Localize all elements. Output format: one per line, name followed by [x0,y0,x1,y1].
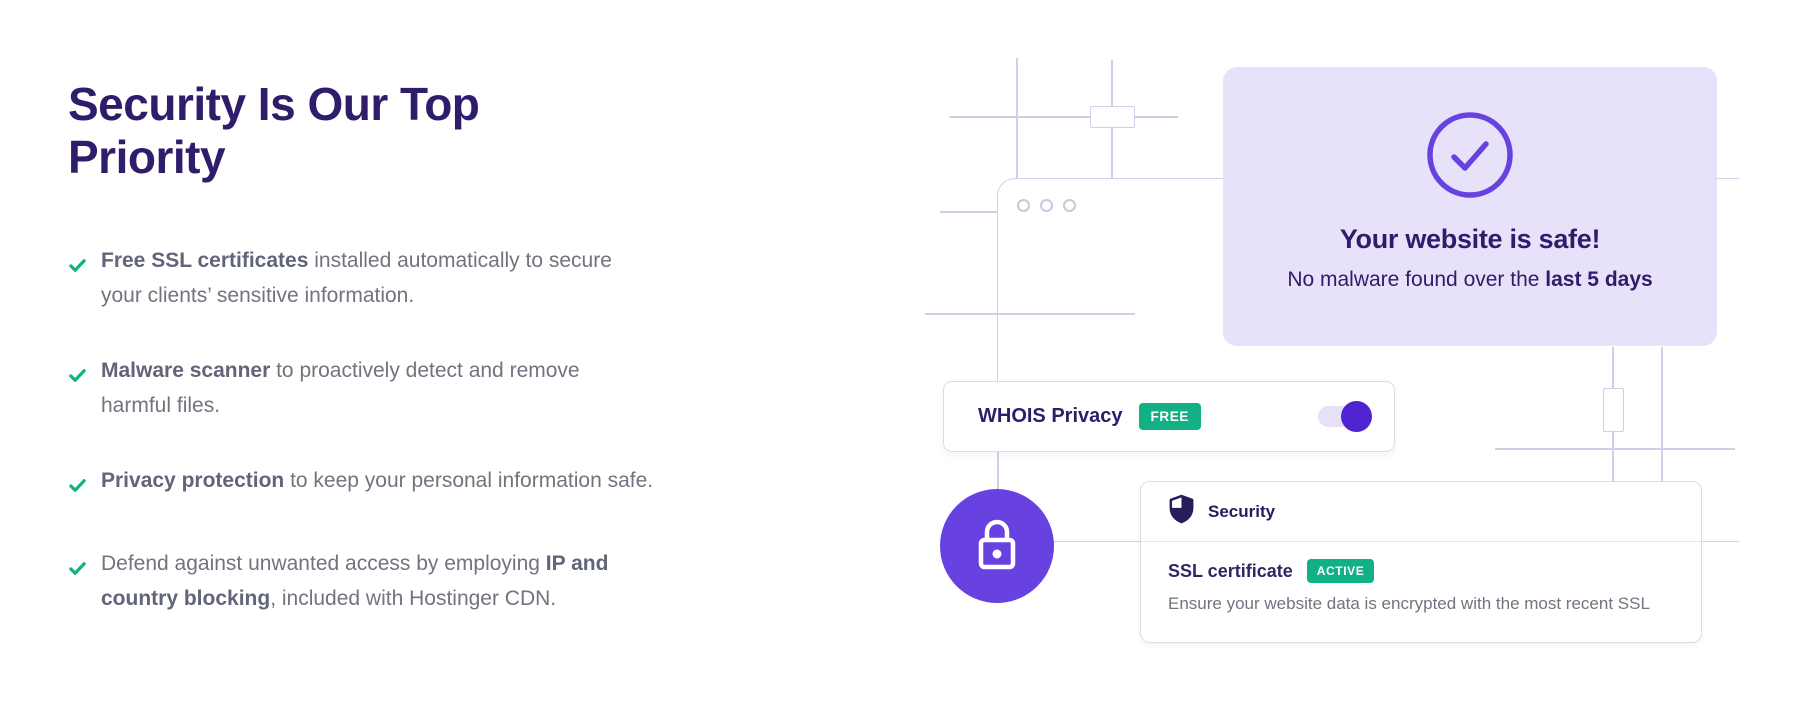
check-icon [68,361,87,396]
decor-line [1495,448,1735,450]
safe-card-subtitle-bold: last 5 days [1545,268,1653,291]
ssl-certificate-title: SSL certificate [1168,560,1293,581]
security-card-body: SSL certificate ACTIVE Ensure your websi… [1141,542,1701,614]
check-circle-icon [1424,109,1516,206]
active-badge: ACTIVE [1306,559,1375,583]
free-badge: FREE [1138,403,1201,430]
hero-text-block: Security Is Our Top Priority Free SSL ce… [68,78,748,656]
security-card-header: Security [1141,482,1701,542]
check-icon [68,471,87,506]
whois-privacy-toggle[interactable] [1318,401,1372,432]
window-dot [1040,199,1053,212]
safe-status-card: Your website is safe! No malware found o… [1223,67,1717,346]
decor-line [997,450,999,492]
feature-text: Privacy protection to keep your personal… [101,468,654,492]
decor-line [940,211,998,213]
decor-node [1090,106,1135,128]
ssl-certificate-description: Ensure your website data is encrypted wi… [1168,594,1650,613]
feature-item: Defend against unwanted access by employ… [68,546,748,616]
safe-card-subtitle-text: No malware found over the [1287,268,1546,291]
window-dot [1063,199,1076,212]
decor-line [1016,58,1018,178]
decor-line [1661,347,1663,481]
security-card-title: Security [1208,501,1276,521]
decor-line [949,116,1178,118]
feature-text: Defend against unwanted access by employ… [101,551,609,610]
feature-text: Free SSL certificates installed automati… [101,248,612,307]
safe-card-title: Your website is safe! [1339,224,1601,254]
shield-icon [1168,494,1195,529]
decor-line [1612,347,1614,388]
lock-icon [974,516,1020,577]
feature-list: Free SSL certificates installed automati… [68,243,748,616]
decor-line [1612,430,1614,481]
feature-text: Malware scanner to proactively detect an… [101,358,580,417]
window-dot [1017,199,1030,212]
whois-privacy-label: WHOIS Privacy [978,405,1123,427]
feature-item: Free SSL certificates installed automati… [68,243,748,313]
decor-node [1603,388,1624,432]
feature-item: Malware scanner to proactively detect an… [68,353,748,423]
toggle-knob-icon [1341,401,1372,432]
check-icon [68,251,87,286]
check-icon [68,554,87,589]
page-title: Security Is Our Top Priority [68,78,480,184]
safe-card-subtitle: No malware found over the last 5 days [1287,268,1652,292]
ssl-certificate-row: SSL certificate ACTIVE [1168,559,1674,583]
whois-privacy-card: WHOIS Privacy FREE [943,381,1395,452]
security-card: Security SSL certificate ACTIVE Ensure y… [1140,481,1702,643]
decor-line [925,313,1135,315]
feature-item: Privacy protection to keep your personal… [68,463,748,506]
lock-badge [940,489,1054,603]
